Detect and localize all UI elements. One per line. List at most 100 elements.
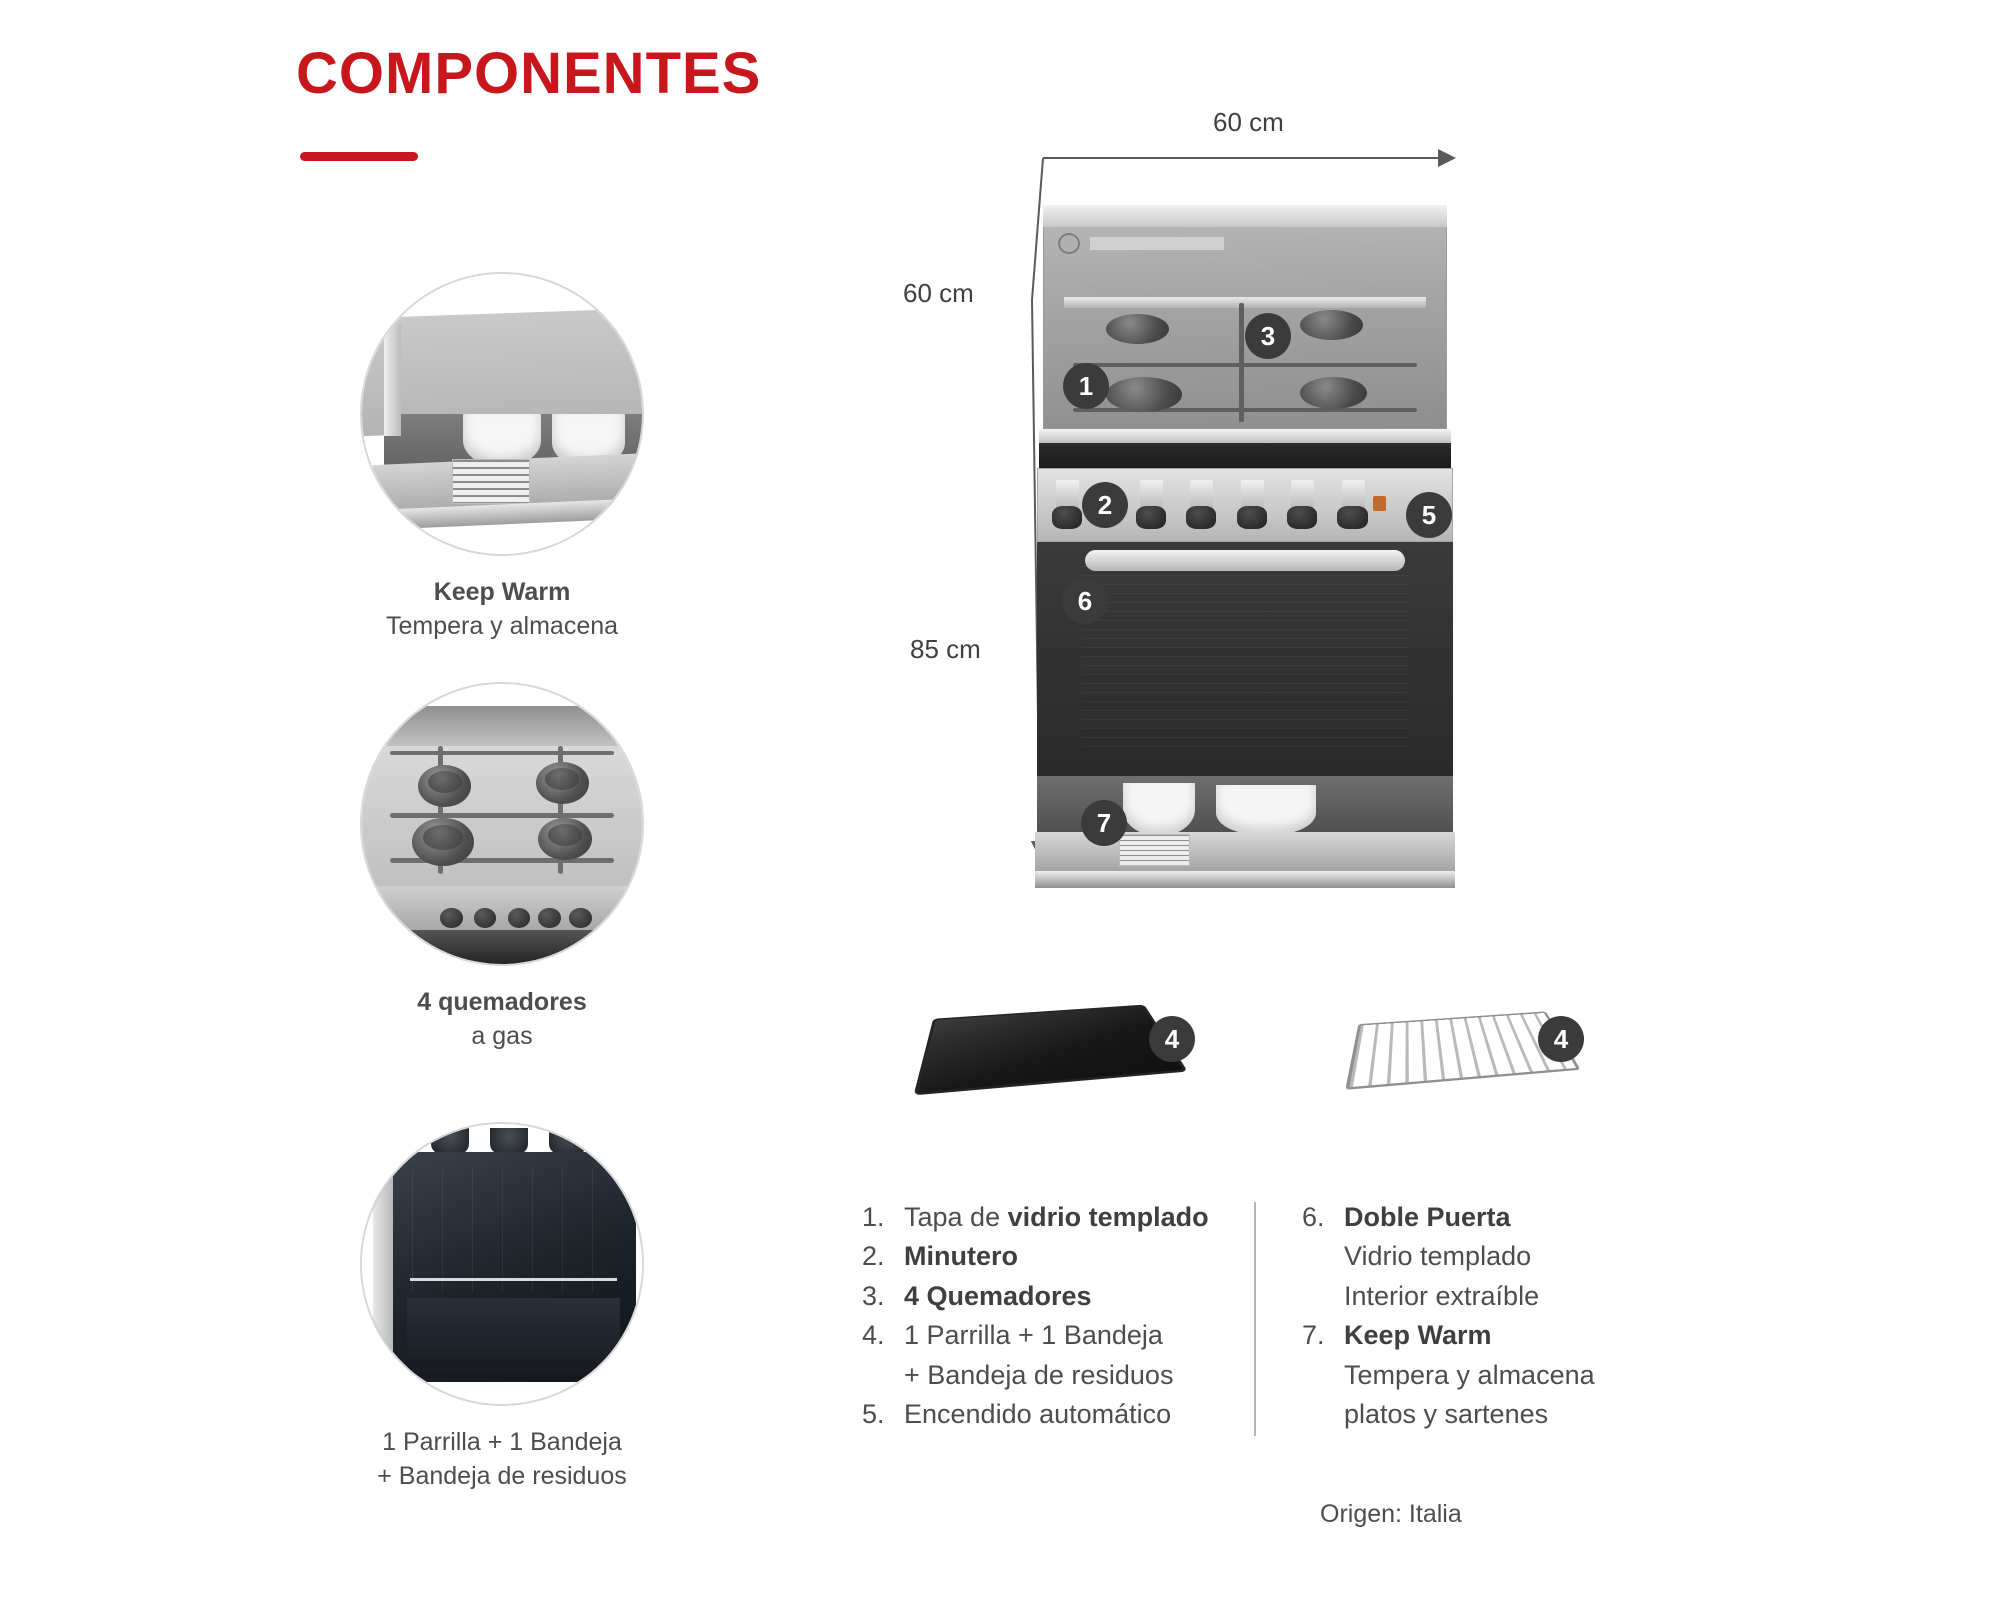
keep-warm-drawer-photo	[360, 272, 644, 556]
sv-oven-handle[interactable]	[1085, 550, 1405, 572]
legend-number: 3.	[862, 1280, 885, 1311]
ov-knob-row	[424, 1124, 598, 1163]
legend-text-plain: Tapa de	[904, 1202, 1008, 1232]
sv-knob-stem	[1341, 480, 1365, 510]
legend-divider	[1254, 1202, 1256, 1436]
baking-tray-photo	[913, 985, 1188, 1100]
ct-grate-line	[390, 812, 614, 818]
legend-item-7-sub1: Tempera y almacena	[1344, 1359, 1595, 1390]
legend-item-5: 5. Encendido automático	[862, 1395, 1254, 1434]
tray-body-shape	[913, 1004, 1188, 1096]
sv-grate-bar	[1072, 408, 1418, 412]
ov-knob-1	[430, 1127, 469, 1157]
ov-knob-2	[489, 1127, 528, 1157]
feature-caption: Keep Warm Tempera y almacena	[352, 576, 652, 644]
keep-warm-photo-inner	[362, 274, 642, 554]
legend-item-6-sub1: Vidrio templado	[1344, 1241, 1532, 1272]
ct-knob-3	[507, 908, 530, 928]
sv-rating-sticker	[1119, 834, 1191, 867]
dimension-height-label: 85 cm	[910, 634, 981, 664]
oven-interior-photo	[360, 1122, 644, 1406]
ct-burner-4	[538, 818, 592, 861]
feature-subtitle: + Bandeja de residuos	[377, 1461, 627, 1490]
ct-grate-line	[437, 745, 443, 875]
legend-number: 7.	[1302, 1320, 1325, 1351]
sv-oven-door	[1037, 541, 1453, 777]
legend-text-bold: Doble Puerta	[1344, 1202, 1511, 1232]
sv-cooktop-edge	[1039, 429, 1451, 443]
legend-text-bold: 4 Quemadores	[904, 1280, 1092, 1311]
components-legend: 1. Tapa de vidrio templado 2. Minutero 3…	[862, 1198, 1862, 1436]
legend-text: Keep Warm	[1344, 1316, 1732, 1355]
legend-text: 1 Parrilla + 1 Bandeja	[904, 1320, 1163, 1351]
ct-bottom-shadow	[362, 930, 642, 964]
sv-auto-ignition-button[interactable]	[1373, 495, 1386, 511]
feature-trays: 1 Parrilla + 1 Bandeja + Bandeja de resi…	[352, 1122, 652, 1494]
sv-grate-bar	[1072, 362, 1418, 367]
badge-4-rack: 4	[1538, 1016, 1584, 1062]
legend-item-3: 3. 4 Quemadores	[862, 1277, 1254, 1316]
sv-drawer-base-edge	[1035, 871, 1455, 889]
sv-control-knob[interactable]	[1135, 506, 1167, 530]
sv-drawer-bowl-1	[1123, 783, 1195, 837]
ov-floor-shape	[406, 1297, 620, 1376]
legend-item-1: 1. Tapa de vidrio templado	[862, 1198, 1254, 1237]
ov-door-edge	[373, 1152, 393, 1382]
ct-knob-1	[440, 908, 463, 928]
legend-number: 2.	[862, 1241, 885, 1272]
sv-burner-front-left	[1106, 376, 1182, 412]
gas-stove-photo	[1035, 205, 1455, 905]
ov-back-wall	[412, 1168, 614, 1292]
page-title: COMPONENTES	[296, 41, 762, 106]
origin-label: Origen: Italia	[1320, 1500, 1462, 1528]
ct-knob-5	[569, 908, 592, 928]
legend-column-left: 1. Tapa de vidrio templado 2. Minutero 3…	[862, 1198, 1254, 1436]
badge-1-glass-lid: 1	[1063, 363, 1109, 409]
sv-oven-window	[1081, 565, 1409, 755]
ov-knob-3	[548, 1127, 587, 1157]
sv-control-knob[interactable]	[1337, 506, 1368, 530]
legend-item-4-sub: + Bandeja de residuos	[904, 1359, 1174, 1390]
sv-knob-stem	[1190, 480, 1214, 510]
badge-7-keep-warm: 7	[1081, 800, 1127, 846]
sv-burner-back-right	[1299, 310, 1363, 341]
badge-4-tray: 4	[1149, 1016, 1195, 1062]
feature-burners: 4 quemadores a gas	[352, 682, 652, 1054]
title-underline-rule	[300, 152, 418, 161]
feature-title: Keep Warm	[433, 578, 571, 606]
oven-photo-inner	[362, 1124, 642, 1404]
legend-text: 4 Quemadores	[904, 1277, 1254, 1316]
legend-text-bold: Minutero	[904, 1241, 1018, 1272]
sv-burner-front-right	[1299, 376, 1367, 409]
sv-grate-rail-top	[1064, 297, 1426, 308]
kw-rating-label	[451, 458, 530, 504]
sv-control-knob[interactable]	[1236, 506, 1267, 530]
legend-text: Minutero	[904, 1237, 1254, 1276]
sv-knob-stem	[1056, 480, 1080, 510]
badge-3-burners: 3	[1245, 313, 1291, 359]
legend-text-bold: vidrio templado	[1007, 1202, 1209, 1232]
kw-door-shape	[384, 324, 402, 437]
sv-control-knob[interactable]	[1051, 506, 1083, 530]
ov-wire-rack	[409, 1278, 617, 1281]
sv-control-knob[interactable]	[1186, 506, 1217, 530]
legend-text: Doble Puerta	[1344, 1198, 1732, 1237]
sv-lid-top-edge	[1043, 205, 1447, 228]
legend-number: 6.	[1302, 1202, 1325, 1232]
sv-burner-back-left	[1106, 313, 1170, 344]
feature-title: 1 Parrilla + 1 Bandeja	[382, 1428, 622, 1456]
feature-keep-warm: Keep Warm Tempera y almacena	[352, 272, 652, 644]
sv-knob-stem	[1291, 480, 1315, 510]
sv-knob-stem	[1240, 480, 1264, 510]
dimension-depth-label: 60 cm	[903, 278, 974, 308]
ct-surface-shape	[362, 745, 642, 892]
sv-brand-bar	[1089, 237, 1224, 250]
legend-item-7-sub2: platos y sartenes	[1344, 1399, 1549, 1430]
sv-control-knob[interactable]	[1287, 506, 1318, 530]
legend-number: 1.	[862, 1202, 885, 1232]
wire-rack-photo	[1345, 995, 1581, 1095]
legend-text-bold: Keep Warm	[1344, 1320, 1492, 1351]
feature-subtitle: Tempera y almacena	[385, 611, 619, 640]
feature-caption: 4 quemadores a gas	[352, 986, 652, 1054]
sv-lid-dial	[1058, 233, 1080, 254]
